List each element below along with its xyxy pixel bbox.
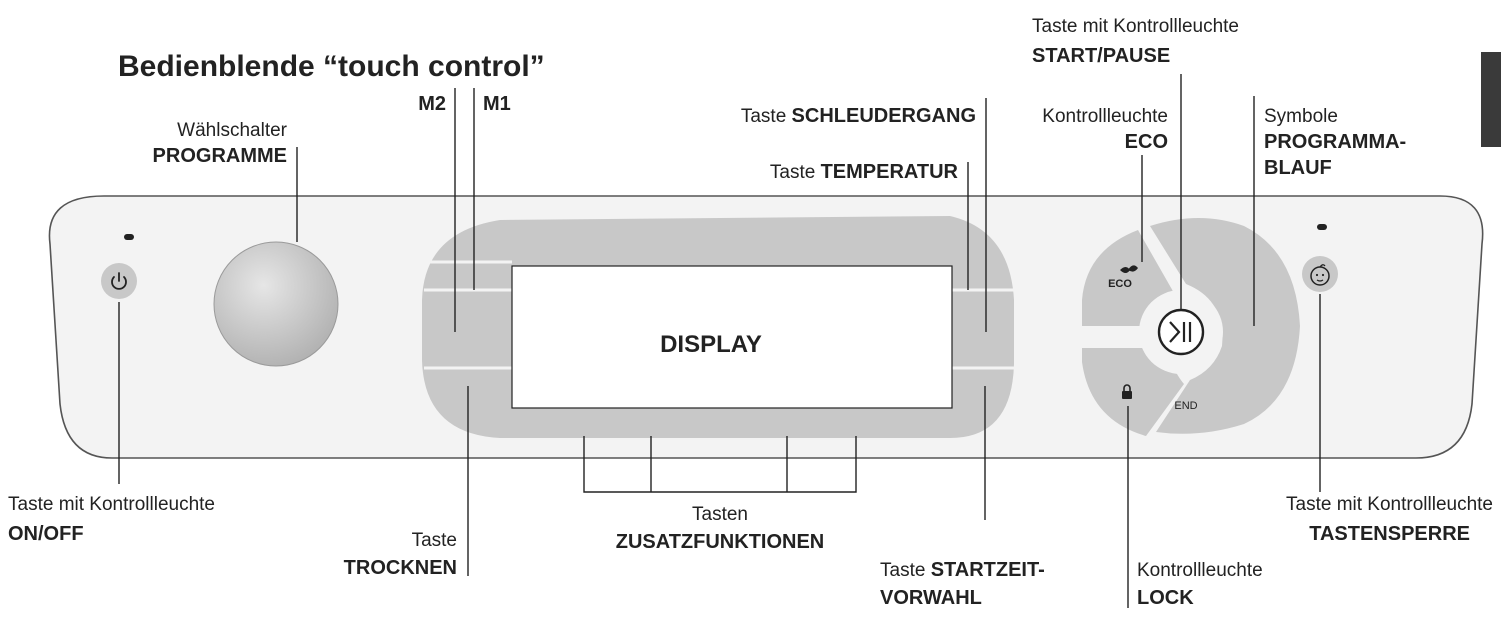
label-lock-line2: LOCK [1137, 587, 1194, 609]
label-tastensperre-line2: TASTENSPERRE [1309, 523, 1470, 545]
label-trocknen-line1: Taste [412, 530, 457, 551]
label-temperatur: Taste TEMPERATUR [770, 161, 959, 183]
lock-icon [1122, 384, 1132, 399]
lock-segment [1082, 348, 1184, 436]
leaf-icon [1120, 265, 1138, 273]
label-on-off-line2: ON/OFF [8, 523, 84, 545]
programme-selector-knob[interactable] [213, 241, 339, 367]
programme-progress-segment [1150, 218, 1300, 434]
eco-symbol-text: ECO [1108, 278, 1132, 290]
zusatzfunktionen-bracket [583, 436, 857, 493]
label-programmablauf-line3: BLAUF [1264, 157, 1332, 179]
label-programmablauf-line2: PROGRAMMA- [1264, 131, 1406, 153]
label-eco-line1: Kontrollleuchte [1042, 106, 1168, 127]
display-screen [511, 265, 953, 409]
label-start-pause-line2: START/PAUSE [1032, 45, 1170, 67]
eco-symbol: ECO [1108, 265, 1138, 290]
tastensperre-indicator-light [1317, 224, 1327, 230]
label-programme-line1: Wählschalter [177, 120, 287, 141]
label-tastensperre-line1: Taste mit Kontrollleuchte [1286, 494, 1493, 515]
power-icon [111, 272, 127, 290]
end-symbol-text: END [1174, 400, 1197, 412]
label-m1: M1 [483, 93, 511, 115]
on-off-indicator-light [124, 234, 134, 240]
label-zusatzfunktionen-line2: ZUSATZFUNKTIONEN [616, 531, 825, 553]
label-programme-line2: PROGRAMME [153, 145, 287, 167]
label-lock-line1: Kontrollleuchte [1137, 560, 1263, 581]
child-face-icon [1310, 264, 1330, 286]
label-zusatzfunktionen-line1: Tasten [692, 504, 748, 525]
label-eco-line2: ECO [1125, 131, 1168, 153]
tastensperre-button[interactable] [1302, 256, 1338, 292]
label-startzeitvorwahl-line1: Taste STARTZEIT- [880, 559, 1045, 581]
page-tab-marker [1481, 52, 1501, 147]
label-start-pause-line1: Taste mit Kontrollleuchte [1032, 16, 1239, 37]
display-label: DISPLAY [660, 331, 762, 358]
label-m2: M2 [418, 93, 446, 115]
label-programmablauf-line1: Symbole [1264, 106, 1338, 127]
start-pause-button[interactable] [1157, 308, 1205, 356]
label-startzeitvorwahl-line2: VORWAHL [880, 587, 982, 609]
label-schleudergang: Taste SCHLEUDERGANG [741, 105, 976, 127]
label-trocknen-line2: TROCKNEN [344, 557, 457, 579]
page-title: Bedienblende “touch control” [118, 50, 545, 83]
play-pause-icon [1169, 321, 1181, 343]
label-on-off-line1: Taste mit Kontrollleuchte [8, 494, 215, 515]
